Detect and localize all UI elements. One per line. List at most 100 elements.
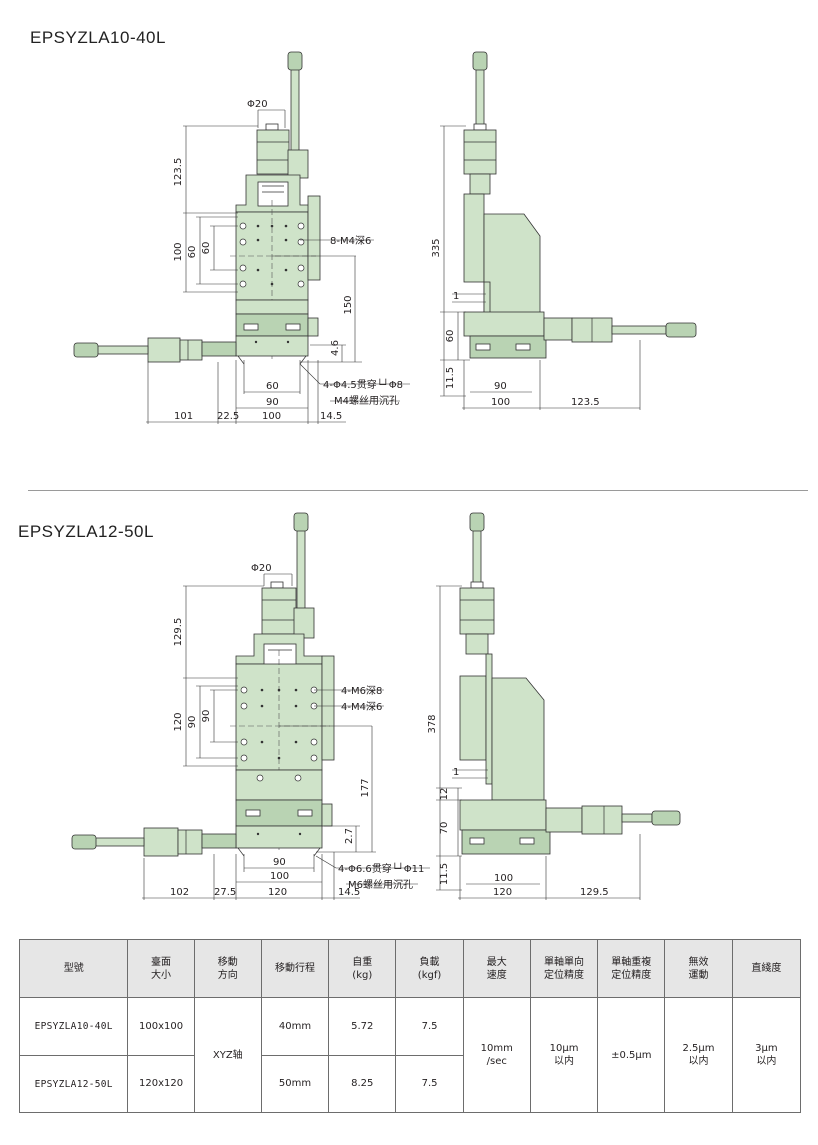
dim-h70: 70: [439, 822, 450, 835]
dim-w120: 120: [493, 887, 512, 898]
table-header-row: 型號 臺面 大小 移動 方向 移動行程 自重 (kg) 負載 (kgf) 最大 …: [18, 939, 802, 998]
front-view-1: Φ20 123.5 100 60 60 8-M4深6 150 4.6 60 90…: [73, 51, 410, 424]
dim-h90b: 90: [201, 710, 212, 723]
section-divider: [28, 490, 808, 491]
cell-lost-motion: 2.5μm 以内: [664, 997, 733, 1113]
side-view-1: 335 1 60 11.5 90 100 123.5: [431, 51, 697, 410]
header-speed: 最大 速度: [462, 939, 531, 998]
dim-w60: 60: [266, 381, 279, 392]
dim-w90: 90: [273, 857, 286, 868]
table-row: EPSYZLA10-40L 100x100 XYZ轴 40mm 5.72 7.5…: [18, 997, 802, 1113]
side-motor: [463, 129, 497, 175]
cell-straightness: 3μm 以内: [731, 997, 802, 1113]
cell-model: EPSYZLA12-50L: [18, 1055, 129, 1113]
dim-h100: 100: [173, 242, 184, 261]
front-view-2: Φ20 129.5 120 90 90 4-M6深8 4-M4深6 177 2.…: [71, 512, 430, 900]
dim-motor-dia: Φ20: [251, 563, 272, 574]
side-motor: [459, 587, 495, 635]
dim-h115: 11.5: [439, 863, 450, 885]
dim-w102: 102: [170, 887, 189, 898]
header-direction: 移動 方向: [193, 939, 262, 998]
dim-w1295: 129.5: [580, 887, 609, 898]
dim-h12: 12: [439, 788, 450, 801]
x-cable-connector: [73, 342, 99, 358]
dim-h1: 1: [453, 291, 459, 302]
dim-motor-dia: Φ20: [247, 99, 268, 110]
cell-model: EPSYZLA10-40L: [18, 997, 129, 1056]
dim-w275: 27.5: [214, 887, 236, 898]
y-stage: [235, 769, 323, 801]
vertical-cable: [296, 516, 306, 618]
cell-table-size: 120x120: [127, 1055, 195, 1113]
header-uni-accuracy: 單軸單向 定位精度: [529, 939, 599, 998]
hole-spec: 4-Φ6.6贯穿└┘Φ11: [338, 862, 424, 875]
dim-w100: 100: [262, 411, 281, 422]
header-table-size: 臺面 大小: [127, 939, 195, 998]
z-motor: [261, 587, 297, 635]
dim-h335: 335: [431, 238, 442, 257]
header-straightness: 直綫度: [731, 939, 802, 998]
dim-h177: 177: [360, 778, 371, 797]
header-repeat-accuracy: 單軸重複 定位精度: [597, 939, 666, 998]
cell-uni-accuracy: 10μm 以内: [529, 997, 599, 1113]
side-x-motor: [581, 805, 623, 835]
section1-title: EPSYZLA10-40L: [30, 28, 166, 47]
dim-h60: 60: [445, 330, 456, 343]
z-motor: [256, 129, 290, 175]
cell-load: 7.5: [395, 1055, 464, 1113]
hole-note: M4螺丝用沉孔: [334, 394, 399, 407]
table-row: EPSYZLA12-50L 120x120 50mm 8.25 7.5: [18, 1055, 801, 1113]
section2-title: EPSYZLA12-50L: [18, 522, 154, 541]
dim-w120: 120: [268, 887, 287, 898]
x-motor: [147, 337, 181, 363]
dim-w100: 100: [494, 873, 513, 884]
header-lost-motion: 無效 運動: [664, 939, 733, 998]
x-cable: [93, 837, 145, 847]
dim-w145: 14.5: [320, 411, 342, 422]
dim-w90: 90: [494, 381, 507, 392]
tap-label: 8-M4深6: [330, 235, 371, 247]
hole-note: M6螺丝用沉孔: [348, 878, 413, 891]
cell-stroke: 40mm: [260, 997, 330, 1056]
dim-w101: 101: [174, 411, 193, 422]
side-y-stage: [459, 799, 547, 831]
spec-table: 型號 臺面 大小 移動 方向 移動行程 自重 (kg) 負載 (kgf) 最大 …: [18, 939, 802, 1113]
cell-table-size: 100x100: [127, 997, 195, 1056]
tap1-label: 4-M6深8: [341, 685, 382, 697]
dim-h90a: 90: [187, 716, 198, 729]
dim-h115: 11.5: [445, 367, 456, 389]
dim-motor-h: 123.5: [173, 158, 184, 187]
side-z-body: [491, 677, 545, 801]
cell-repeat-accuracy: ±0.5μm: [597, 997, 666, 1113]
header-stroke: 移動行程: [260, 939, 330, 998]
dim-w100: 100: [270, 871, 289, 882]
cell-weight: 5.72: [328, 997, 397, 1056]
dim-h150: 150: [343, 295, 354, 314]
hole-spec: 4-Φ4.5贯穿└┘Φ8: [323, 378, 403, 391]
header-model: 型號: [18, 939, 129, 998]
side-view-2: 378 1 12 70 11.5 100 120 129.5: [427, 512, 681, 900]
dim-w145: 14.5: [338, 887, 360, 898]
dim-h120: 120: [173, 712, 184, 731]
header-weight: 自重 (kg): [328, 939, 397, 998]
dim-motor-h: 129.5: [173, 618, 184, 647]
cable-connector: [287, 51, 303, 71]
cell-load: 7.5: [395, 997, 464, 1056]
dim-w1235: 123.5: [571, 397, 600, 408]
side-y-stage: [463, 311, 545, 337]
dim-w100: 100: [491, 397, 510, 408]
side-z-slide: [459, 675, 487, 761]
cell-weight: 8.25: [328, 1055, 397, 1113]
dim-h60b: 60: [201, 242, 212, 255]
dim-h60a: 60: [187, 246, 198, 259]
dim-h378: 378: [427, 714, 438, 733]
cell-direction: XYZ轴: [193, 997, 262, 1113]
x-motor: [143, 827, 179, 857]
dim-w225: 22.5: [217, 411, 239, 422]
dim-h46: 4.6: [330, 340, 341, 356]
cell-speed: 10mm /sec: [462, 997, 531, 1113]
header-load: 負載 (kgf): [395, 939, 464, 998]
dim-h1: 1: [453, 767, 459, 778]
